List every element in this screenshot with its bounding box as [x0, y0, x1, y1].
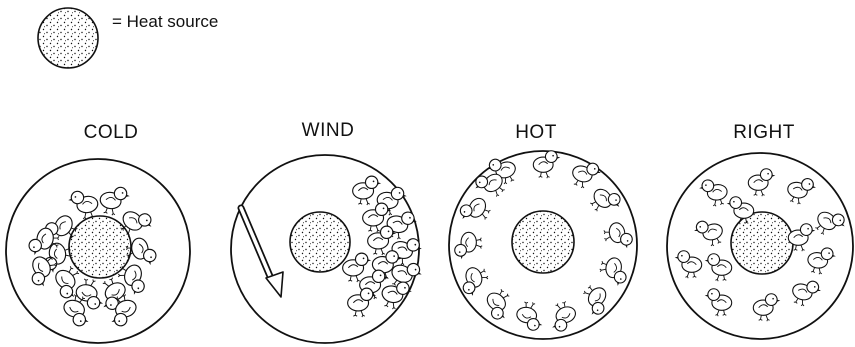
chick-icon: [545, 299, 580, 334]
chick-icon: [379, 277, 414, 312]
heat-source-right: [731, 212, 793, 274]
chick-icon: [568, 157, 603, 192]
panel-label-hot: HOT: [515, 122, 557, 143]
panel-label-wind: WIND: [302, 120, 355, 141]
chick-icon: [602, 221, 634, 252]
chick-icon: [515, 300, 546, 332]
chick-icon: [698, 177, 729, 209]
chick-icon: [675, 251, 702, 278]
chick-icon: [705, 254, 732, 281]
legend-label: = Heat source: [112, 12, 218, 31]
chick-icon: [586, 182, 624, 220]
chick-icon: [597, 256, 629, 287]
chick-icon: [785, 174, 818, 208]
panel-label-cold: COLD: [84, 122, 139, 143]
chick-icon: [748, 169, 775, 196]
chick-icon: [692, 215, 727, 250]
chick-icon: [811, 204, 849, 242]
chicks-layer: [24, 151, 849, 334]
heat-source-wind: [290, 212, 350, 272]
panel-label-right: RIGHT: [733, 122, 795, 143]
chick-icon: [705, 289, 732, 316]
chick-icon: [533, 151, 560, 178]
heat-source-legend-icon: [38, 8, 98, 68]
chick-icon: [753, 294, 780, 321]
chick-icon: [788, 275, 823, 310]
wind-arrow-icon: [241, 208, 283, 297]
heat-source-hot: [512, 211, 574, 273]
chick-icon: [480, 285, 518, 323]
chick-icon: [455, 232, 482, 259]
chick-icon: [806, 245, 837, 277]
legend: = Heat source: [38, 8, 218, 68]
chick-icon: [348, 288, 377, 317]
